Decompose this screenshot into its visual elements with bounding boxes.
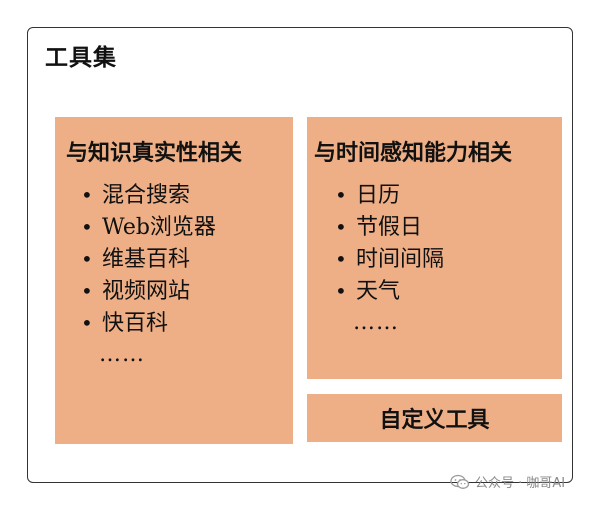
custom-tools-box: 自定义工具	[307, 394, 562, 442]
tool-label: 节假日	[356, 215, 423, 240]
list-item: • 天气	[335, 275, 444, 307]
bullet-icon: •	[81, 311, 93, 335]
time-tools-list: • 日历 • 节假日 • 时间间隔 • 天气 ……	[335, 179, 444, 339]
bullet-icon: •	[81, 279, 93, 303]
watermark: 公众号 · 咖哥AI	[450, 472, 565, 491]
list-item: • Web浏览器	[81, 211, 216, 243]
knowledge-authenticity-box: 与知识真实性相关 • 混合搜索 • Web浏览器 • 维基百科 • 视频网站 • 快百科 …	[55, 117, 293, 444]
list-item: • 快百科	[81, 307, 216, 339]
tool-label: 天气	[356, 279, 401, 304]
list-item: • 时间间隔	[335, 243, 444, 275]
wechat-icon	[450, 474, 470, 489]
more-ellipsis: ……	[353, 310, 399, 335]
tool-label: 快百科	[102, 311, 169, 336]
tool-label: 时间间隔	[356, 247, 445, 272]
tool-label: Web浏览器	[102, 215, 216, 240]
bullet-icon: •	[81, 247, 93, 271]
tool-label: 维基百科	[102, 247, 191, 272]
tool-label: 日历	[356, 183, 401, 208]
tool-label: 混合搜索	[102, 183, 191, 208]
watermark-text: 公众号 · 咖哥AI	[475, 476, 566, 491]
bullet-icon: •	[81, 183, 93, 207]
time-awareness-heading: 与时间感知能力相关	[314, 141, 513, 166]
list-item: • 维基百科	[81, 243, 216, 275]
more-ellipsis: ……	[99, 342, 145, 367]
bullet-icon: •	[81, 215, 93, 239]
list-item: • 视频网站	[81, 275, 216, 307]
knowledge-authenticity-heading: 与知识真实性相关	[66, 141, 243, 166]
list-item: • 混合搜索	[81, 179, 216, 211]
knowledge-tools-list: • 混合搜索 • Web浏览器 • 维基百科 • 视频网站 • 快百科 ……	[81, 179, 216, 371]
custom-tools-label: 自定义工具	[379, 408, 490, 433]
bullet-icon: •	[335, 247, 347, 271]
bullet-icon: •	[335, 183, 347, 207]
toolset-title: 工具集	[45, 45, 117, 71]
bullet-icon: •	[335, 279, 347, 303]
time-awareness-box: 与时间感知能力相关 • 日历 • 节假日 • 时间间隔 • 天气 ……	[307, 117, 562, 379]
bullet-icon: •	[335, 215, 347, 239]
tool-label: 视频网站	[102, 279, 191, 304]
list-item: • 节假日	[335, 211, 444, 243]
list-item: • 日历	[335, 179, 444, 211]
